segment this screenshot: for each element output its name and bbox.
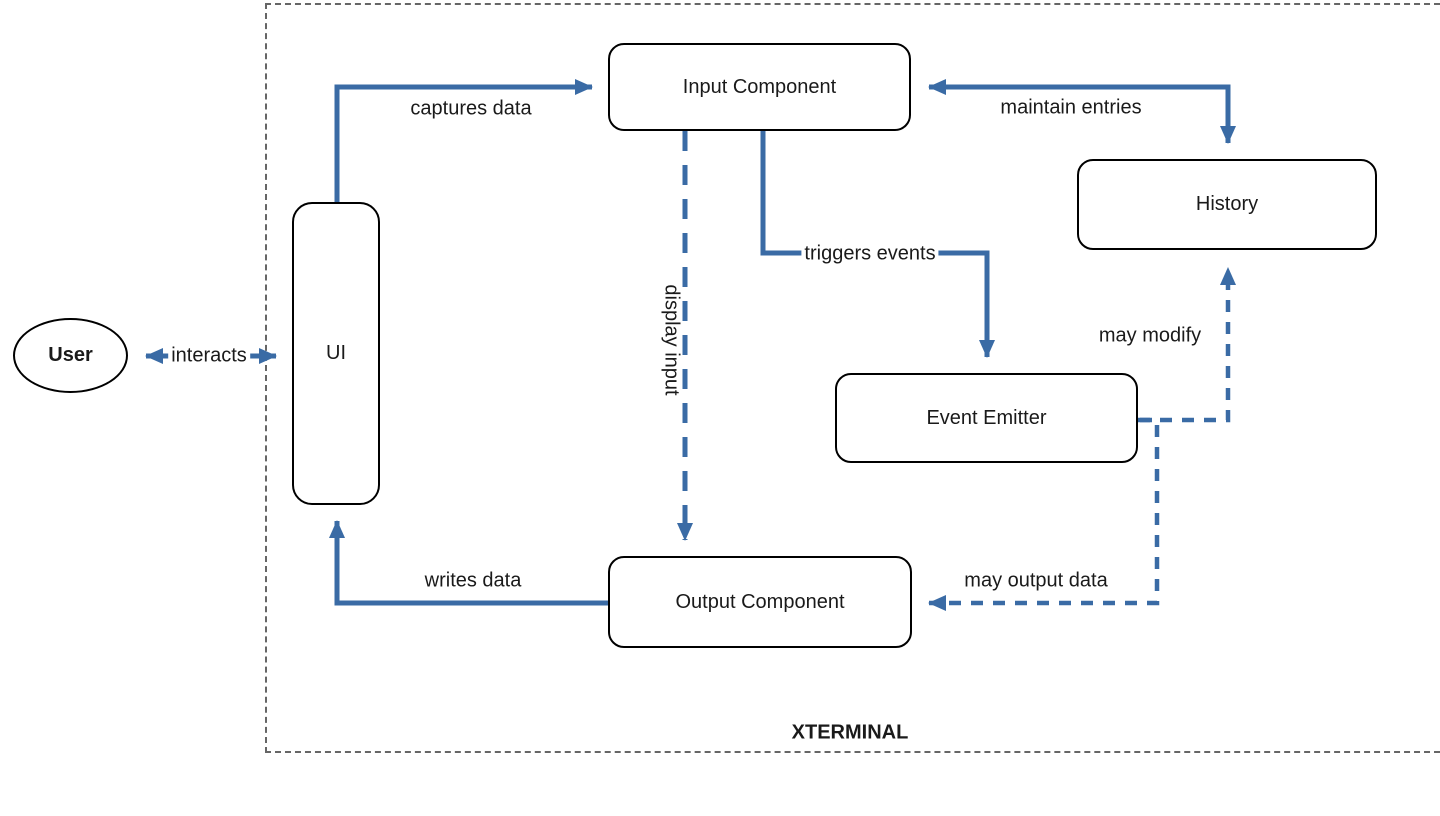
edge-may-output-data [928, 417, 1160, 611]
xterminal-boundary [265, 3, 1440, 753]
node-ui-label: UI [326, 342, 346, 364]
node-user: User [13, 318, 128, 393]
edge-label-interacts: interacts [168, 344, 250, 368]
node-output-component-label: Output Component [675, 590, 845, 613]
node-event-emitter-label: Event Emitter [926, 406, 1047, 429]
edge-label-captures-data: captures data [407, 97, 535, 121]
edge-label-triggers-events: triggers events [801, 242, 939, 266]
node-user-label: User [48, 344, 93, 366]
node-input-component-label: Input Component [682, 75, 837, 98]
node-output-component: Output Component [608, 556, 912, 648]
node-history-label: History [1195, 193, 1259, 215]
node-ui: UI [292, 202, 380, 505]
node-event-emitter: Event Emitter [835, 373, 1138, 463]
edge-may-modify [1138, 267, 1236, 423]
node-history: History [1077, 159, 1377, 250]
edge-label-maintain-entries: maintain entries [997, 96, 1145, 120]
boundary-title: XTERMINAL [791, 721, 909, 744]
edge-label-may-output-data: may output data [961, 569, 1111, 593]
edge-label-may-modify: may modify [1095, 324, 1205, 348]
node-input-component: Input Component [608, 43, 911, 131]
edge-writes-data [329, 520, 608, 606]
edge-maintain-entries [928, 79, 1236, 144]
edge-label-writes-data: writes data [421, 569, 525, 593]
edge-captures-data [334, 79, 593, 202]
edge-label-display-input: display input [659, 281, 683, 399]
